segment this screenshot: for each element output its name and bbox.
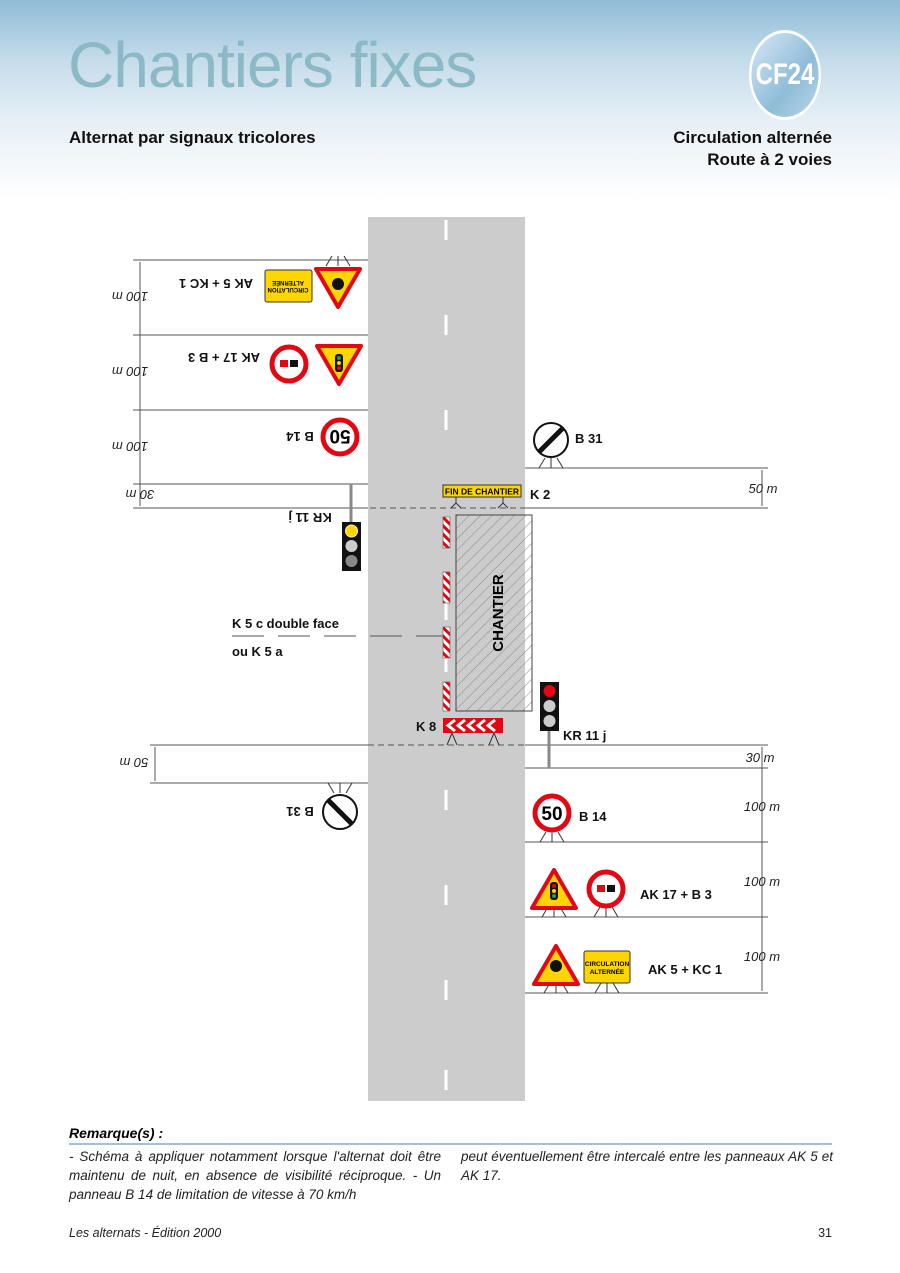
label-ak5-kc1-left: AK 5 + KC 1 xyxy=(179,276,253,291)
chantier-label: CHANTIER xyxy=(490,574,507,652)
remarks-divider xyxy=(69,1143,832,1145)
dim-left-4: 30 m xyxy=(125,487,154,502)
k8-chevron-sign xyxy=(443,718,503,746)
remarks-heading: Remarque(s) : xyxy=(69,1125,164,1141)
label-b31-left: B 31 xyxy=(286,804,313,819)
ak17-sign-left xyxy=(315,344,363,386)
left-distance-lines xyxy=(133,259,768,994)
subtitle-left: Alternat par signaux tricolores xyxy=(69,128,316,147)
b14-sign-right xyxy=(532,793,572,843)
page-number: 31 xyxy=(818,1226,832,1240)
remarks-col-1: - Schéma à appliquer notamment lorsque l… xyxy=(69,1149,441,1202)
remarks-col-2: peut éventuellement être intercalé entre… xyxy=(461,1149,833,1183)
label-ak17-b3-right: AK 17 + B 3 xyxy=(640,887,712,902)
b31-sign-right xyxy=(533,422,569,469)
kc1-text: ALTERNÉE xyxy=(590,967,625,976)
label-b14-left: B 14 xyxy=(286,429,314,444)
dim-right-3: 100 m xyxy=(744,799,780,814)
ak5-sign-left xyxy=(314,255,362,309)
kc1-text: CIRCULATION xyxy=(585,961,630,968)
dim-left-2: 100 m xyxy=(112,364,148,379)
label-ak5-kc1-right: AK 5 + KC 1 xyxy=(648,962,722,977)
dim-left-5: 50 m xyxy=(119,755,148,770)
label-b14-right: B 14 xyxy=(579,809,607,824)
cf24-badge: CF24 xyxy=(749,30,821,120)
kc1-text: CIRCULATION xyxy=(268,286,309,292)
ak5-sign-right xyxy=(532,944,580,994)
dim-right-2: 30 m xyxy=(746,750,775,765)
label-ak17-b3-left: AK 17 + B 3 xyxy=(188,350,260,365)
dim-left-1: 100 m xyxy=(112,289,148,304)
footer-left: Les alternats - Édition 2000 xyxy=(69,1226,222,1240)
label-b31-right: B 31 xyxy=(575,431,602,446)
fin-de-chantier-text: FIN DE CHANTIER xyxy=(445,487,519,497)
b3-sign-left xyxy=(269,344,309,384)
dim-left-3: 100 m xyxy=(112,439,148,454)
kc1-sign-left xyxy=(264,269,313,303)
dim-right-4: 100 m xyxy=(744,874,780,889)
subtitle-right-2: Route à 2 voies xyxy=(707,150,832,169)
label-kr11j-right: KR 11 j xyxy=(563,728,606,743)
b14-sign-left xyxy=(320,417,360,457)
subtitle-right-1: Circulation alternée xyxy=(673,128,832,147)
dim-right-1: 50 m xyxy=(749,481,778,496)
label-kr11j-left: KR 11 j xyxy=(288,510,331,525)
b31-sign-left xyxy=(322,782,358,830)
kc1-sign-right xyxy=(583,950,631,994)
ak17-sign-right xyxy=(530,868,578,918)
dim-right-5: 100 m xyxy=(744,949,780,964)
label-k5-double-face: K 5 c double face xyxy=(232,616,339,631)
label-k2: K 2 xyxy=(530,487,550,502)
speed-value: 50 xyxy=(541,804,562,825)
kc1-text: ALTERNÉE xyxy=(272,279,304,287)
header-background xyxy=(0,0,900,200)
b3-sign-right xyxy=(586,869,626,918)
label-k5a: ou K 5 a xyxy=(232,644,283,659)
k5-cones xyxy=(442,516,451,712)
page-title: Chantiers fixes xyxy=(68,29,477,101)
chantier-zone xyxy=(455,514,533,712)
label-k8: K 8 xyxy=(416,719,436,734)
traffic-light-left xyxy=(342,522,361,571)
k2-fin-de-chantier-sign xyxy=(442,484,522,498)
speed-value: 50 xyxy=(329,425,350,446)
traffic-light-right xyxy=(540,682,559,731)
